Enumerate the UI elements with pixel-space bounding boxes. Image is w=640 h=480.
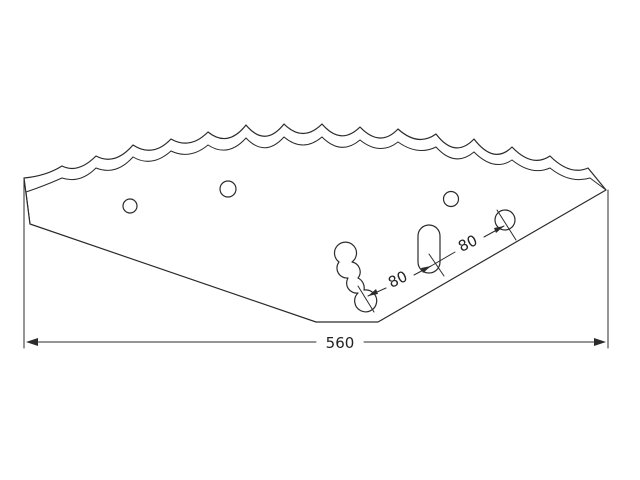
slot-hole — [417, 224, 441, 274]
hole-1 — [122, 198, 138, 214]
dimension-80-right: 80 — [430, 225, 505, 267]
dimension-560: 560 — [23, 179, 609, 352]
dimension-label-80-right: 80 — [455, 231, 480, 256]
hole-4 — [494, 209, 516, 231]
dimension-80-left: 80 — [367, 265, 432, 297]
hole-2 — [219, 180, 237, 198]
hole-3 — [442, 190, 460, 208]
hole-cluster — [333, 241, 378, 313]
hole-center-lines — [357, 209, 517, 313]
blade-outline — [23, 123, 607, 323]
scallop-inner-curves — [25, 136, 607, 225]
dimension-label-560: 560 — [326, 334, 355, 352]
dimension-label-80-left: 80 — [385, 267, 410, 292]
